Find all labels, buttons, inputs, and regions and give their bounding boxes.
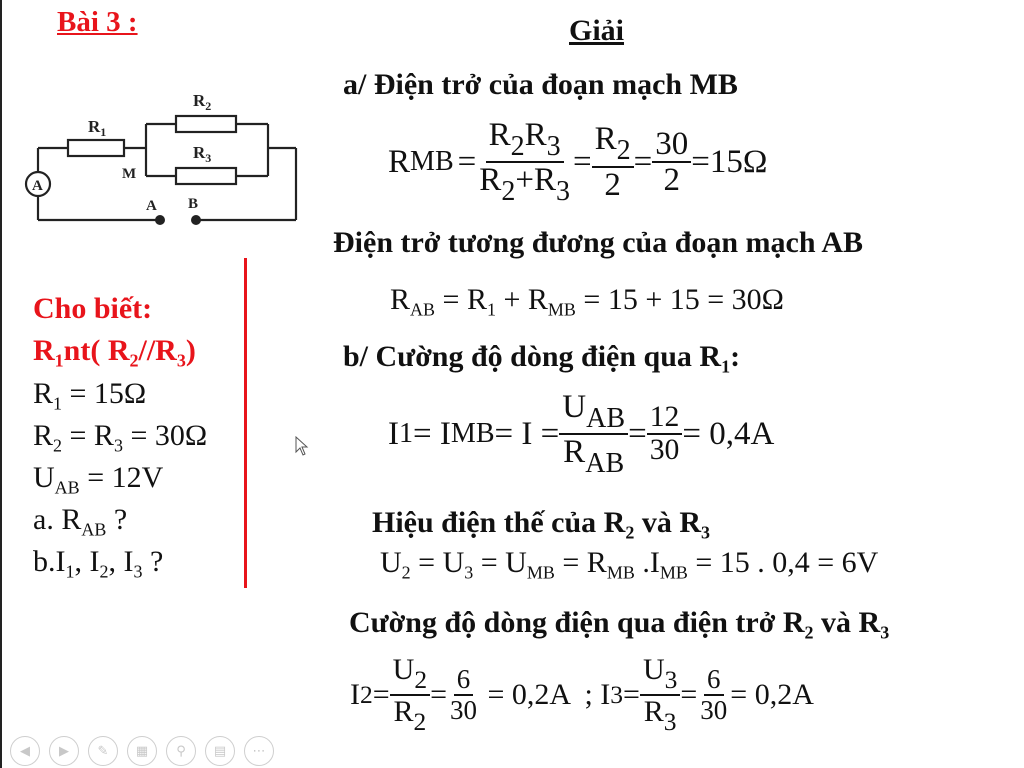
given-r1: R1 = 15Ω: [33, 377, 147, 414]
question-b: b.I1, I2, I3 ?: [33, 545, 164, 582]
node-m-label: M: [122, 166, 136, 182]
svg-text:R1: R1: [88, 117, 106, 139]
slides-icon[interactable]: ▦: [127, 736, 157, 766]
part-b-heading-2: Hiệu điện thế của R2 và R3: [372, 506, 711, 543]
pen-icon[interactable]: ✎: [88, 736, 118, 766]
zoom-icon[interactable]: ⚲: [166, 736, 196, 766]
node-b-label: B: [188, 196, 198, 212]
terminal-b: [191, 215, 201, 225]
back-icon[interactable]: ◀: [10, 736, 40, 766]
part-b-heading: b/ Cường độ dòng điện qua R1:: [343, 340, 741, 377]
part-a-heading-2: Điện trở tương đương của đoạn mạch AB: [333, 226, 864, 259]
given-r2-r3: R2 = R3 = 30Ω: [33, 419, 208, 456]
terminal-a: [155, 215, 165, 225]
question-a: a. RAB ?: [33, 503, 128, 540]
subtitles-icon[interactable]: ▤: [205, 736, 235, 766]
exercise-title: Bài 3 :: [57, 6, 138, 38]
divider-line: [244, 258, 247, 588]
svg-text:R2: R2: [193, 91, 211, 113]
given-config: R1nt( R2//R3): [33, 334, 196, 371]
svg-text:R3: R3: [193, 143, 211, 165]
r1-label: R: [88, 117, 101, 136]
slide-left-border: [0, 0, 2, 768]
voltage-equation: U2 = U3 = UMB = RMB .IMB = 15 . 0,4 = 6V: [380, 546, 879, 583]
solution-heading: Giải: [569, 14, 625, 47]
r3-label: R: [193, 143, 206, 162]
more-icon[interactable]: ⋯: [244, 736, 274, 766]
r2-label: R: [193, 91, 206, 110]
node-a-label: A: [146, 198, 157, 214]
rab-equation: RAB = R1 + RMB = 15 + 15 = 30Ω: [390, 283, 784, 320]
given-heading: Cho biết:: [33, 292, 153, 325]
part-a-heading: a/ Điện trở của đoạn mạch MB: [343, 68, 738, 101]
mouse-cursor-icon: [295, 436, 309, 456]
ammeter-label: A: [32, 178, 43, 194]
given-uab: UAB = 12V: [33, 461, 164, 498]
slideshow-toolbar: ◀ ▶ ✎ ▦ ⚲ ▤ ⋯: [10, 736, 274, 766]
circuit-diagram: A R1 R2 R3 M A B: [24, 91, 298, 225]
forward-icon[interactable]: ▶: [49, 736, 79, 766]
part-b-heading-3: Cường độ dòng điện qua điện trở R2 và R3: [349, 606, 890, 643]
